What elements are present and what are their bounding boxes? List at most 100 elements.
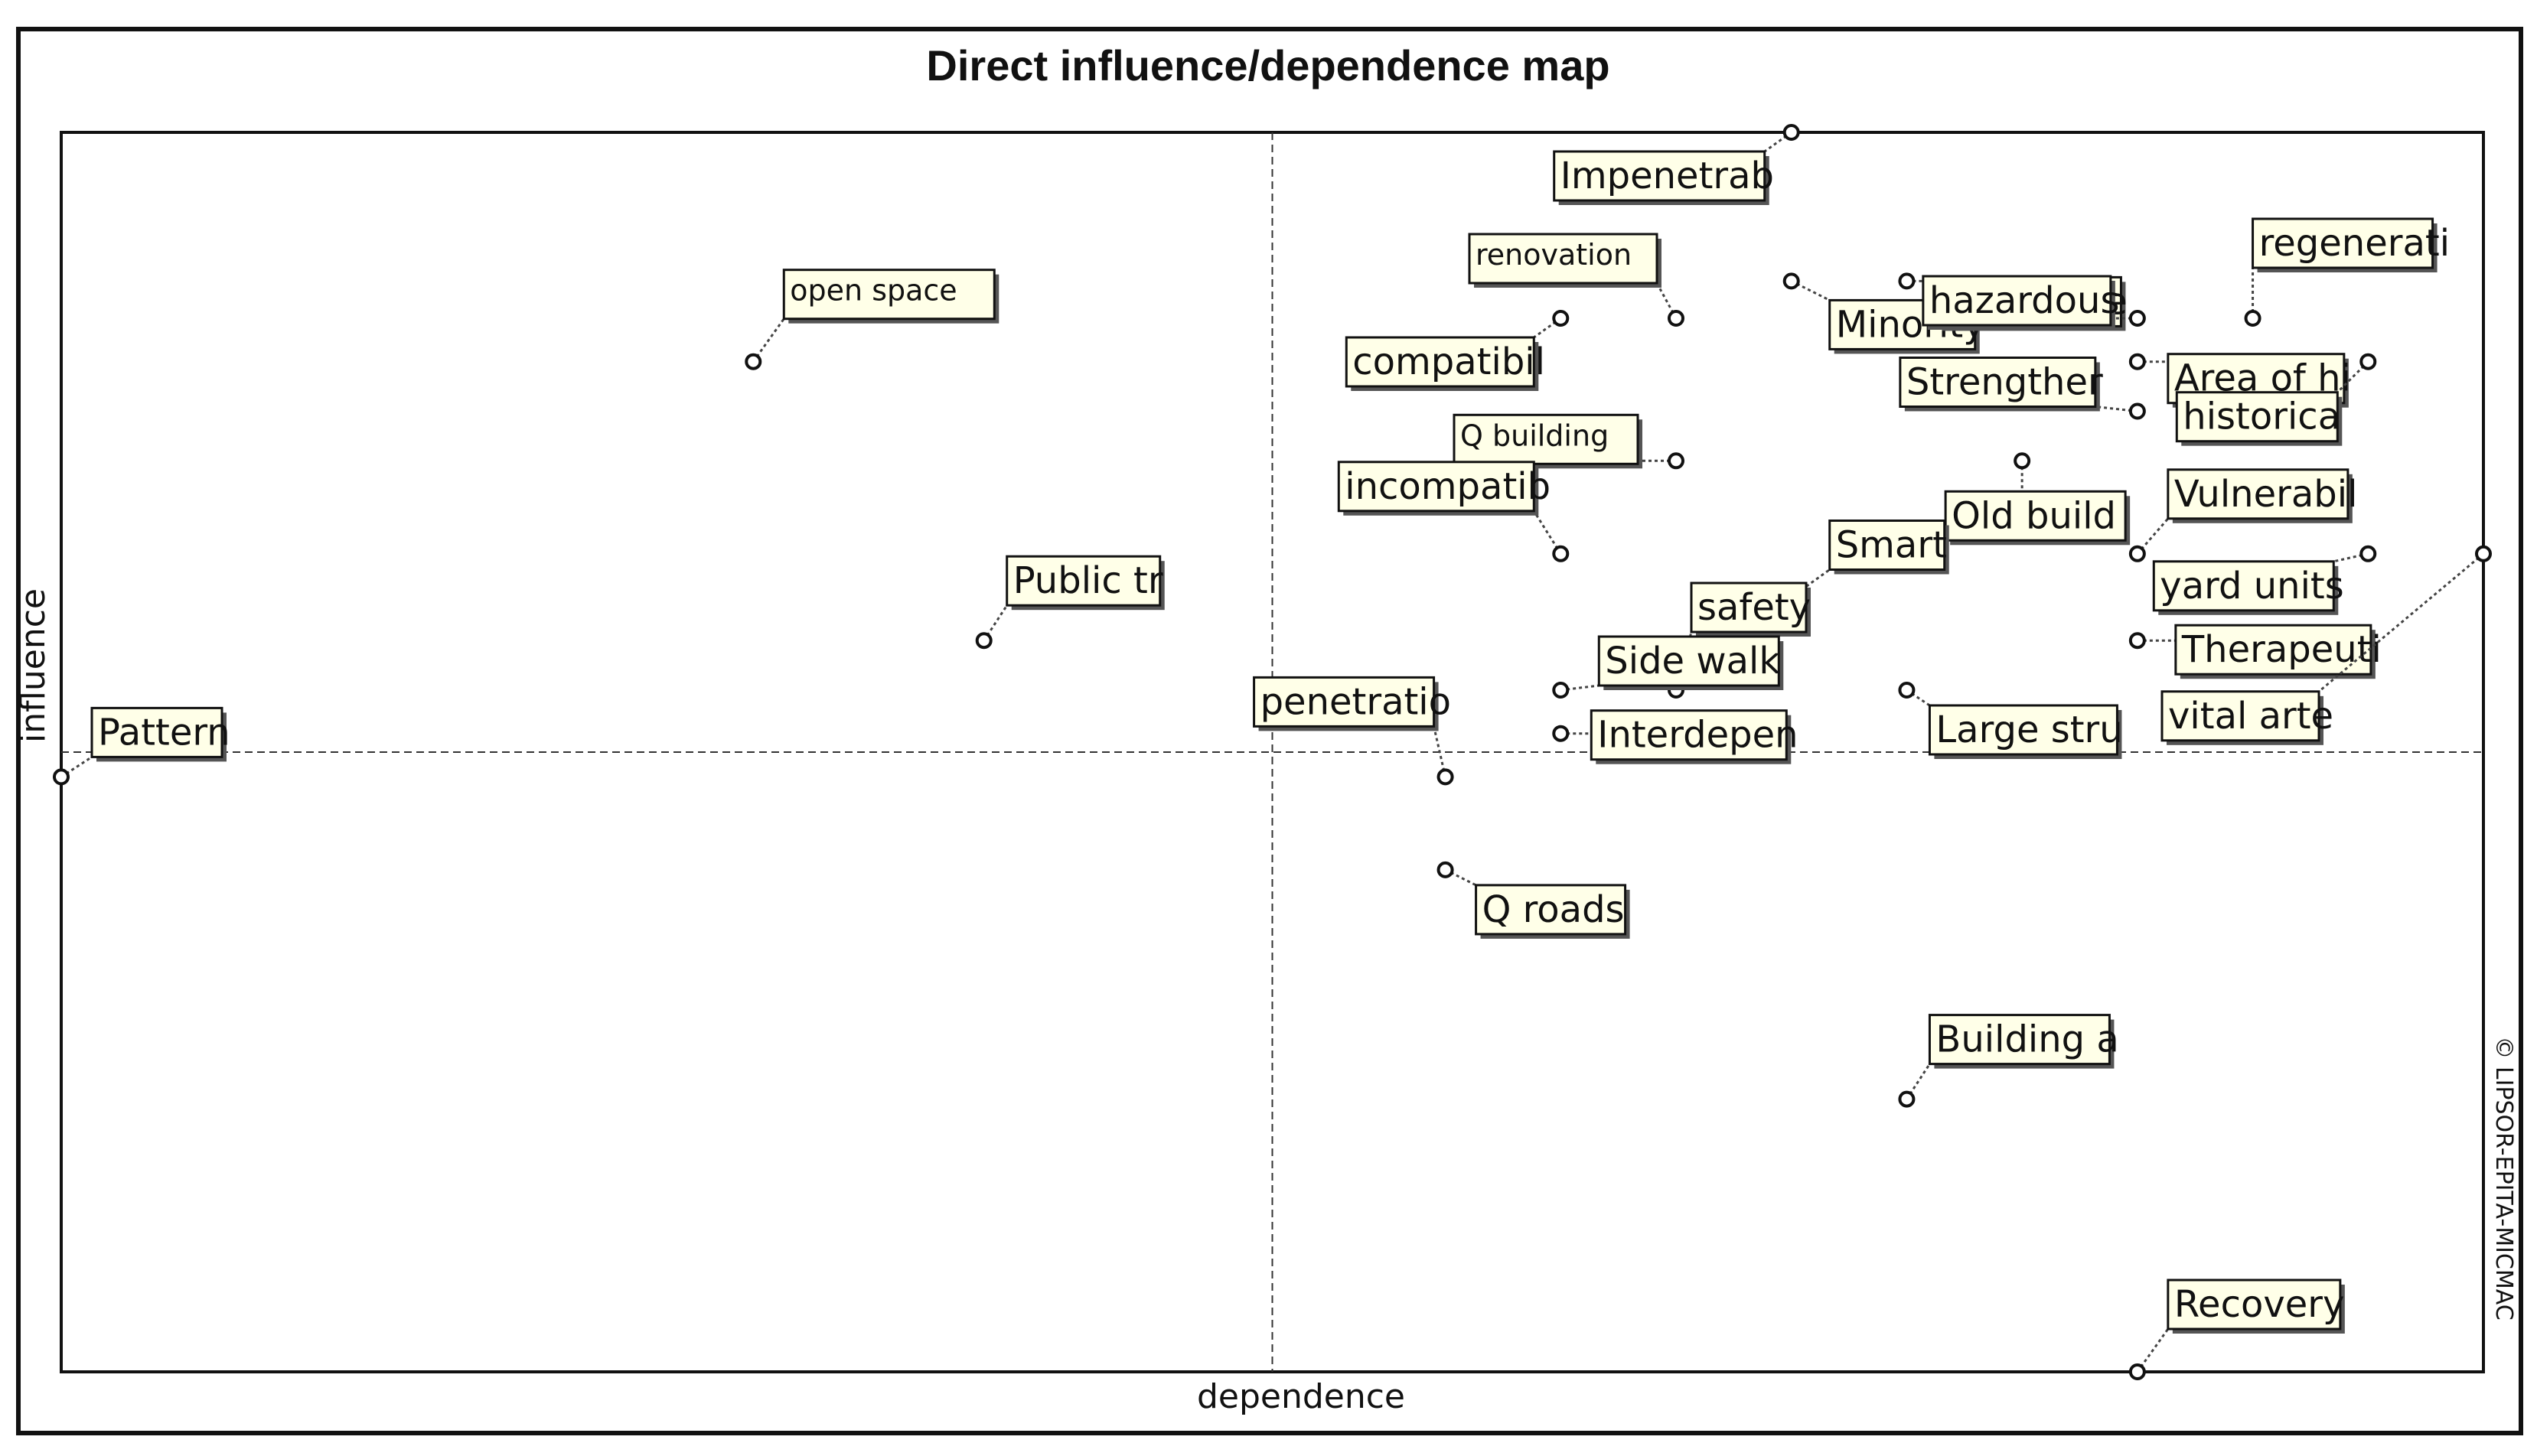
point-label: open space (790, 274, 957, 308)
data-point-group: vital arte (2160, 545, 2492, 745)
point-marker (2359, 353, 2377, 370)
data-point-group: Large stru (1898, 682, 2123, 759)
point-label: Large stru (1935, 708, 2122, 751)
point-marker (2475, 545, 2492, 562)
point-marker (1552, 725, 1570, 742)
data-point-group: renovation (1468, 233, 1684, 327)
label-box (1553, 150, 1766, 202)
leader-line (1906, 689, 1931, 707)
label-box (1899, 357, 2097, 408)
point-label: penetratio (1260, 680, 1451, 723)
point-marker (2014, 452, 2031, 470)
point-label: Public tr (1013, 559, 1163, 602)
point-marker (2128, 353, 2146, 370)
point-marker (1898, 1090, 1916, 1108)
point-label: Side walk (1605, 640, 1780, 682)
leader-line (1433, 726, 1447, 777)
point-label: Q roads (1482, 888, 1625, 931)
point-label: vital arte (2168, 695, 2333, 738)
x-axis-label: dependence (1197, 1377, 1405, 1416)
point-label: Q building (1460, 419, 1609, 452)
point-label: incompatib (1345, 465, 1551, 508)
point-label: renovation (1476, 238, 1632, 272)
label-box (2175, 391, 2339, 443)
point-marker (1436, 861, 1454, 878)
label-box (2167, 1278, 2342, 1331)
data-point-group: incompatib (1337, 461, 1570, 562)
label-box (2152, 560, 2335, 612)
point-marker (2128, 545, 2146, 562)
point-label: Old build (1952, 494, 2116, 537)
label-box (1590, 709, 1788, 761)
point-label: Building a (1935, 1018, 2118, 1061)
copyright-note: © LIPSOR-EPITA-MICMAC (2490, 1036, 2517, 1320)
label-box (1928, 1014, 2111, 1066)
chart-title: Direct influence/dependence map (926, 41, 1609, 90)
data-point-group: Impenetrab (1553, 124, 1800, 205)
leader-line (1533, 317, 1562, 339)
label-box (1345, 336, 1535, 388)
point-marker (745, 353, 762, 370)
point-marker (2244, 310, 2261, 327)
data-point-group: open space (745, 269, 999, 370)
data-point-group: Smart (1782, 520, 1949, 606)
leader-line (752, 318, 785, 363)
data-point-group: Building a (1898, 1014, 2119, 1108)
data-point-group: Pattern (53, 706, 230, 786)
label-box (1337, 461, 1535, 513)
label-box (782, 269, 996, 321)
label-box (1468, 233, 1658, 285)
point-marker (1782, 272, 1800, 290)
point-marker (1552, 545, 1570, 562)
point-label: Strengther (1906, 361, 2103, 404)
point-marker (2359, 545, 2377, 562)
data-point-group: Old build (1944, 452, 2131, 546)
data-point-group: Q building (1453, 413, 1684, 470)
point-marker (2128, 1363, 2146, 1380)
leader-line (1533, 510, 1562, 555)
point-marker (2128, 632, 2146, 650)
point-marker (1898, 682, 1916, 699)
leader-line (1763, 131, 1792, 153)
data-point-group: hazardous (1922, 275, 2146, 330)
point-label: Therapeuti (2181, 628, 2382, 671)
data-point-group: Therapeuti (2128, 624, 2382, 679)
point-marker (1668, 452, 1684, 470)
data-point-group: yard units (2152, 545, 2377, 615)
label-box (2174, 624, 2372, 676)
label-box (1922, 275, 2112, 327)
data-point-group: Q roads (1436, 861, 1630, 939)
y-axis-label: influence (14, 588, 53, 743)
label-box (90, 706, 223, 758)
leader-line (2318, 552, 2484, 692)
label-box (1690, 581, 1808, 634)
data-point-group: penetratio (1253, 676, 1454, 786)
label-box (1006, 555, 1162, 607)
label-box (1828, 520, 1946, 571)
point-marker (975, 632, 993, 650)
point-label: Pattern (98, 711, 230, 754)
label-box (2252, 217, 2434, 269)
point-marker (1552, 310, 1570, 327)
point-marker (1436, 768, 1454, 786)
point-label: Recovery (2174, 1283, 2345, 1326)
data-point-group: historica (2175, 353, 2377, 446)
leader-line (2136, 1328, 2170, 1373)
point-marker (1668, 310, 1684, 327)
point-marker (2128, 402, 2146, 420)
label-box (1253, 676, 1436, 728)
label-box (1928, 704, 2118, 756)
data-point-group: Public tr (975, 555, 1165, 650)
point-label: Interdepen (1597, 714, 1798, 757)
point-label: Vulnerabil (2174, 473, 2358, 516)
point-label: hazardous (1929, 279, 2120, 322)
data-point-group: regenerati (2244, 217, 2450, 327)
point-label: safety (1697, 586, 1811, 629)
data-point-group: Vulnerabil (2128, 468, 2358, 562)
data-point-group: Recovery (2128, 1278, 2345, 1380)
data-point-group: Strengther (1899, 357, 2146, 420)
point-label: yard units (2160, 565, 2343, 607)
point-marker (53, 768, 70, 786)
